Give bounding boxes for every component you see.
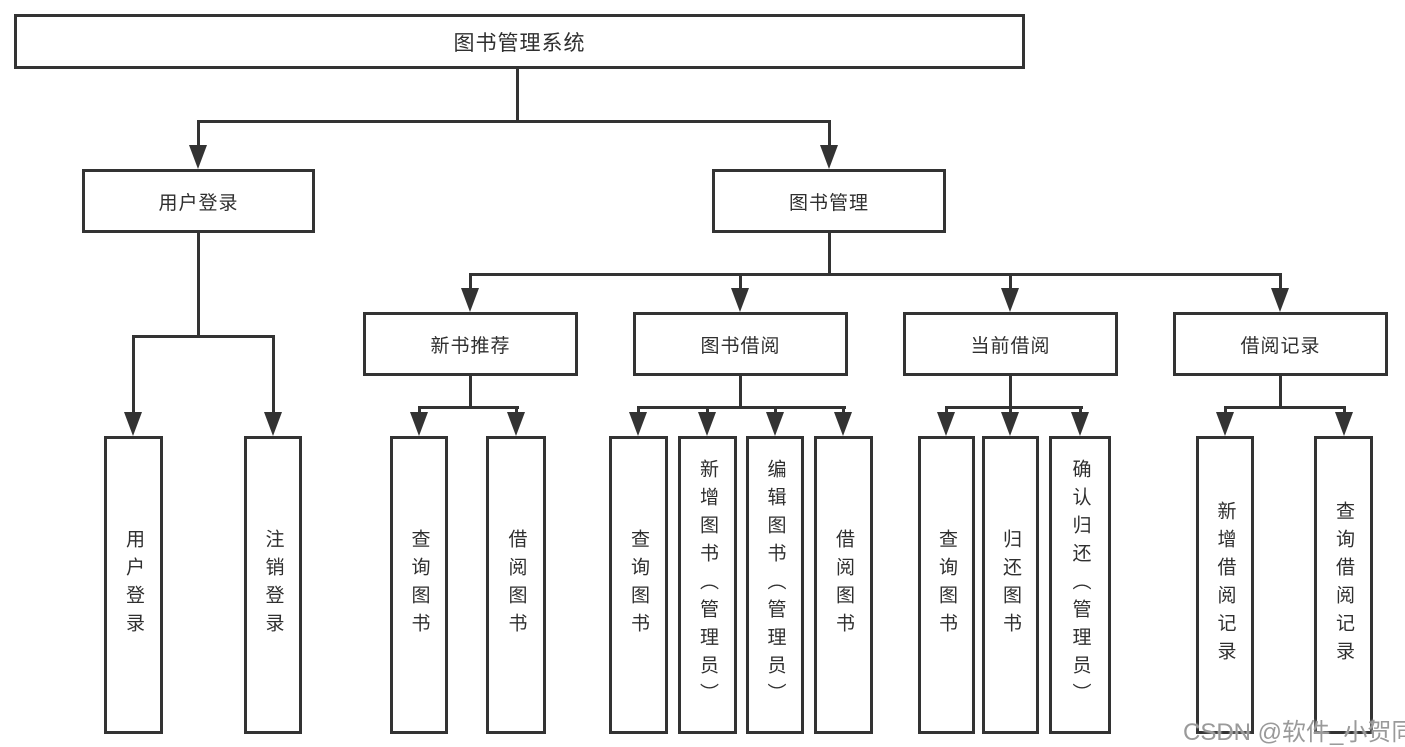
connector-arrowhead — [1001, 288, 1019, 312]
connector-arrowhead — [124, 412, 142, 436]
connector-arrowhead — [820, 145, 838, 169]
connector-line — [827, 233, 831, 273]
node-label: 用户登录 — [158, 192, 239, 214]
node-label: 借阅图书 — [505, 529, 527, 641]
connector-arrowhead — [731, 288, 749, 312]
connector-line — [196, 120, 200, 148]
node-user-login: 用户登录 — [82, 169, 315, 233]
connector-line — [1008, 376, 1012, 406]
leaf-query-books-current: 查询图书 — [918, 436, 975, 734]
connector-arrowhead — [264, 412, 282, 436]
connector-line — [738, 376, 742, 406]
leaf-borrow-books-recommend: 借阅图书 — [486, 436, 546, 734]
node-current-borrowing: 当前借阅 — [903, 312, 1118, 376]
node-book-management: 图书管理 — [712, 169, 946, 233]
connector-line — [468, 273, 472, 293]
connector-line — [468, 273, 1282, 276]
node-label: 新书推荐 — [430, 335, 511, 357]
leaf-query-books-borrow: 查询图书 — [609, 436, 668, 734]
node-label: 查询图书 — [628, 529, 649, 641]
node-new-book-recommendation: 新书推荐 — [363, 312, 578, 376]
connector-arrowhead — [698, 412, 716, 436]
node-library-management-system: 图书管理系统 — [14, 14, 1025, 69]
node-label: 查询借阅记录 — [1333, 501, 1354, 669]
node-label: 当前借阅 — [970, 335, 1051, 357]
connector-arrowhead — [1335, 412, 1353, 436]
connector-line — [944, 406, 1083, 409]
leaf-confirm-return-admin: 确认归还（管理员） — [1049, 436, 1111, 734]
leaf-add-borrow-record: 新增借阅记录 — [1196, 436, 1254, 734]
node-label: 查询图书 — [408, 529, 430, 641]
node-label: 图书借阅 — [700, 335, 781, 357]
node-label: 确认归还（管理员） — [1069, 459, 1091, 711]
connector-arrowhead — [1001, 412, 1019, 436]
node-label: 注销登录 — [262, 529, 284, 641]
leaf-add-books-admin: 新增图书（管理员） — [678, 436, 737, 734]
connector-line — [636, 406, 846, 409]
connector-line — [516, 69, 519, 120]
connector-arrowhead — [1216, 412, 1234, 436]
connector-line — [131, 335, 135, 417]
connector-line — [1278, 273, 1282, 293]
connector-arrowhead — [937, 412, 955, 436]
node-label: 编辑图书（管理员） — [764, 459, 786, 711]
leaf-edit-books-admin: 编辑图书（管理员） — [746, 436, 804, 734]
connector-arrowhead — [410, 412, 428, 436]
connector-arrowhead — [1071, 412, 1089, 436]
node-label: 新增借阅记录 — [1214, 501, 1236, 669]
leaf-return-books: 归还图书 — [982, 436, 1039, 734]
connector-arrowhead — [629, 412, 647, 436]
node-label: 用户登录 — [123, 529, 144, 641]
leaf-query-books-recommend: 查询图书 — [390, 436, 448, 734]
leaf-borrow-books: 借阅图书 — [814, 436, 873, 734]
csdn-watermark: CSDN @软件_小贺同学 — [1183, 719, 1405, 746]
node-borrowing-records: 借阅记录 — [1173, 312, 1388, 376]
connector-line — [131, 335, 275, 338]
leaf-user-login: 用户登录 — [104, 436, 163, 734]
leaf-query-borrow-record: 查询借阅记录 — [1314, 436, 1373, 734]
connector-line — [196, 120, 831, 123]
connector-arrowhead — [766, 412, 784, 436]
node-label: 新增图书（管理员） — [697, 459, 718, 711]
node-label: 图书管理系统 — [453, 31, 586, 55]
connector-arrowhead — [189, 145, 207, 169]
connector-line — [738, 273, 742, 293]
connector-line — [468, 376, 472, 406]
connector-line — [417, 406, 519, 409]
leaf-logout: 注销登录 — [244, 436, 302, 734]
node-label: 借阅图书 — [833, 529, 854, 641]
connector-arrowhead — [507, 412, 525, 436]
connector-line — [1278, 376, 1282, 406]
node-label: 图书管理 — [788, 192, 869, 214]
node-label: 借阅记录 — [1240, 335, 1321, 357]
connector-line — [271, 335, 275, 417]
node-book-borrowing: 图书借阅 — [633, 312, 848, 376]
connector-line — [196, 233, 200, 335]
connector-line — [1008, 273, 1012, 293]
connector-line — [1223, 406, 1346, 409]
node-label: 归还图书 — [1000, 529, 1021, 641]
node-label: 查询图书 — [936, 529, 957, 641]
connector-arrowhead — [461, 288, 479, 312]
connector-arrowhead — [1271, 288, 1289, 312]
connector-line — [827, 120, 831, 148]
connector-arrowhead — [834, 412, 852, 436]
